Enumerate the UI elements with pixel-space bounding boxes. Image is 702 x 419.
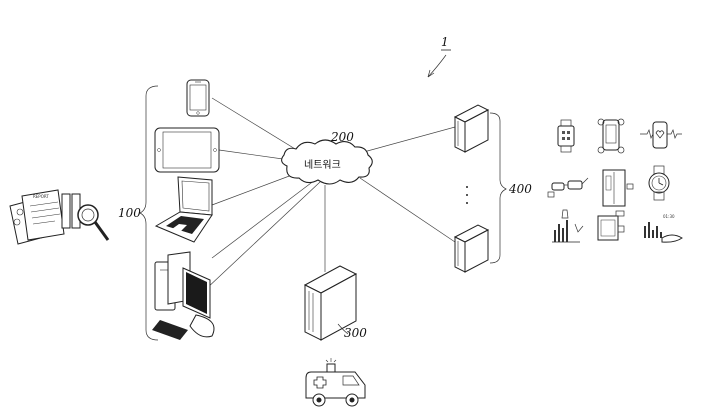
devices-label: 100 xyxy=(118,206,141,220)
time-text: 01:30 xyxy=(663,214,675,219)
report-text: REPORT xyxy=(33,194,49,199)
server-bottom-icon xyxy=(455,225,488,272)
scale-device-icon xyxy=(598,211,624,240)
desktop-computer-icon xyxy=(152,252,214,340)
smart-glasses-icon xyxy=(548,178,588,197)
heart-rate-watch-icon xyxy=(640,122,682,148)
network-text: 네트워크 xyxy=(304,158,341,171)
system-leader xyxy=(428,55,446,77)
ambulance-icon xyxy=(306,358,365,406)
sleep-tracker-icon: 01:30 xyxy=(644,214,682,242)
server-top-icon xyxy=(455,105,488,152)
server-label: 300 xyxy=(344,326,367,340)
exercise-chart-icon xyxy=(552,210,583,242)
tablet-icon xyxy=(155,128,219,172)
smartwatch-icon xyxy=(558,120,574,152)
servers-bracket xyxy=(490,113,506,263)
smartphone-icon xyxy=(187,80,209,116)
smart-fridge-icon xyxy=(603,170,633,206)
ellipsis-dots xyxy=(466,186,468,204)
connection-lines xyxy=(205,98,455,290)
system-label: 1 xyxy=(441,35,449,49)
laptop-icon xyxy=(156,177,212,242)
fitness-band-icon xyxy=(598,119,624,153)
analog-watch-icon xyxy=(649,166,669,200)
medical-report-icon: REPORT xyxy=(10,190,108,244)
servers-label: 400 xyxy=(508,182,532,196)
